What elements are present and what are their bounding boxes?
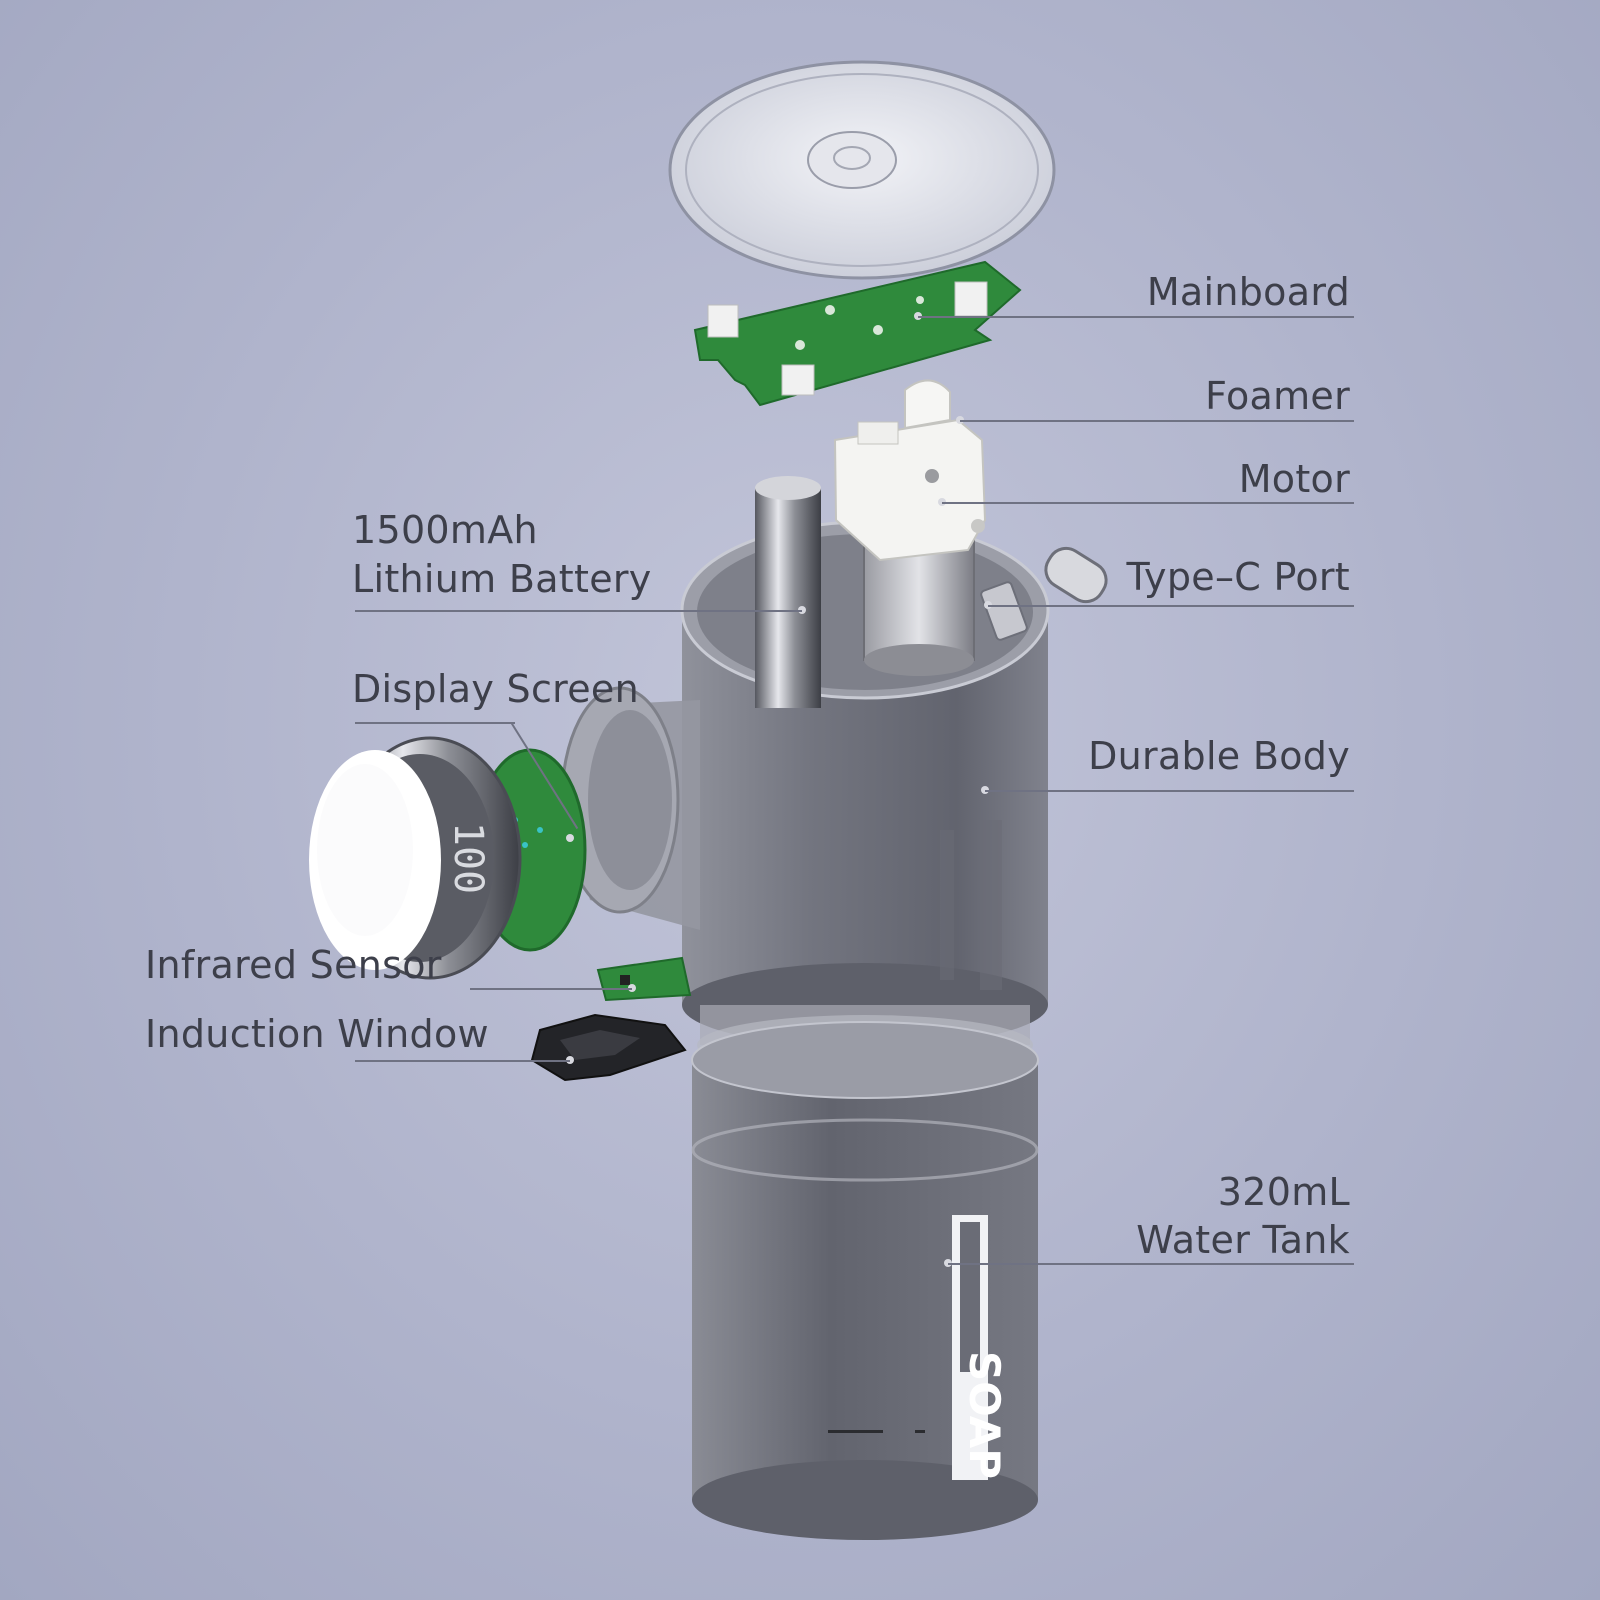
- water-tank: SOAP: [691, 1021, 1039, 1540]
- motor-leader: [942, 502, 1354, 504]
- label-motor: Motor: [1238, 457, 1350, 501]
- type-c-port: [980, 546, 1108, 641]
- label-induction-window: Induction Window: [145, 1012, 489, 1056]
- motor-foamer-assembly: [833, 379, 987, 676]
- label-mainboard: Mainboard: [1146, 270, 1350, 314]
- label-battery-capacity: 1500mAh: [352, 508, 538, 552]
- display-digits: 100: [445, 822, 491, 894]
- foamer-leader: [960, 420, 1354, 422]
- infrared-sensor-pcb: [596, 956, 692, 1002]
- label-battery-type: Lithium Battery: [352, 557, 652, 601]
- induction-window-leader: [355, 1060, 570, 1062]
- label-type-c-port: Type–C Port: [1126, 555, 1350, 599]
- durable-body-leader: [985, 790, 1354, 792]
- water-tank-leader: [948, 1263, 1354, 1265]
- label-tank-type: Water Tank: [1136, 1218, 1350, 1262]
- label-tank-capacity: 320mL: [1217, 1170, 1350, 1214]
- battery-leader: [355, 610, 802, 612]
- mainboard-pcb: [693, 260, 1022, 407]
- display-face: 100: [309, 736, 522, 980]
- soap-logo-text: SOAP: [960, 1351, 1009, 1479]
- label-infrared-sensor: Infrared Sensor: [145, 943, 442, 987]
- label-foamer: Foamer: [1205, 374, 1350, 418]
- label-durable-body: Durable Body: [1088, 734, 1350, 778]
- induction-window-part: [530, 1013, 687, 1082]
- lid: [668, 60, 1056, 280]
- leader-dots: [566, 312, 992, 1267]
- label-display-screen: Display Screen: [352, 667, 639, 711]
- display-screen-leader-h: [355, 722, 515, 724]
- infrared-sensor-leader: [470, 988, 632, 990]
- mainboard-leader: [918, 316, 1354, 318]
- sensor-housing-tube: [560, 686, 700, 930]
- type-c-leader: [988, 605, 1354, 607]
- lithium-battery: [755, 476, 821, 708]
